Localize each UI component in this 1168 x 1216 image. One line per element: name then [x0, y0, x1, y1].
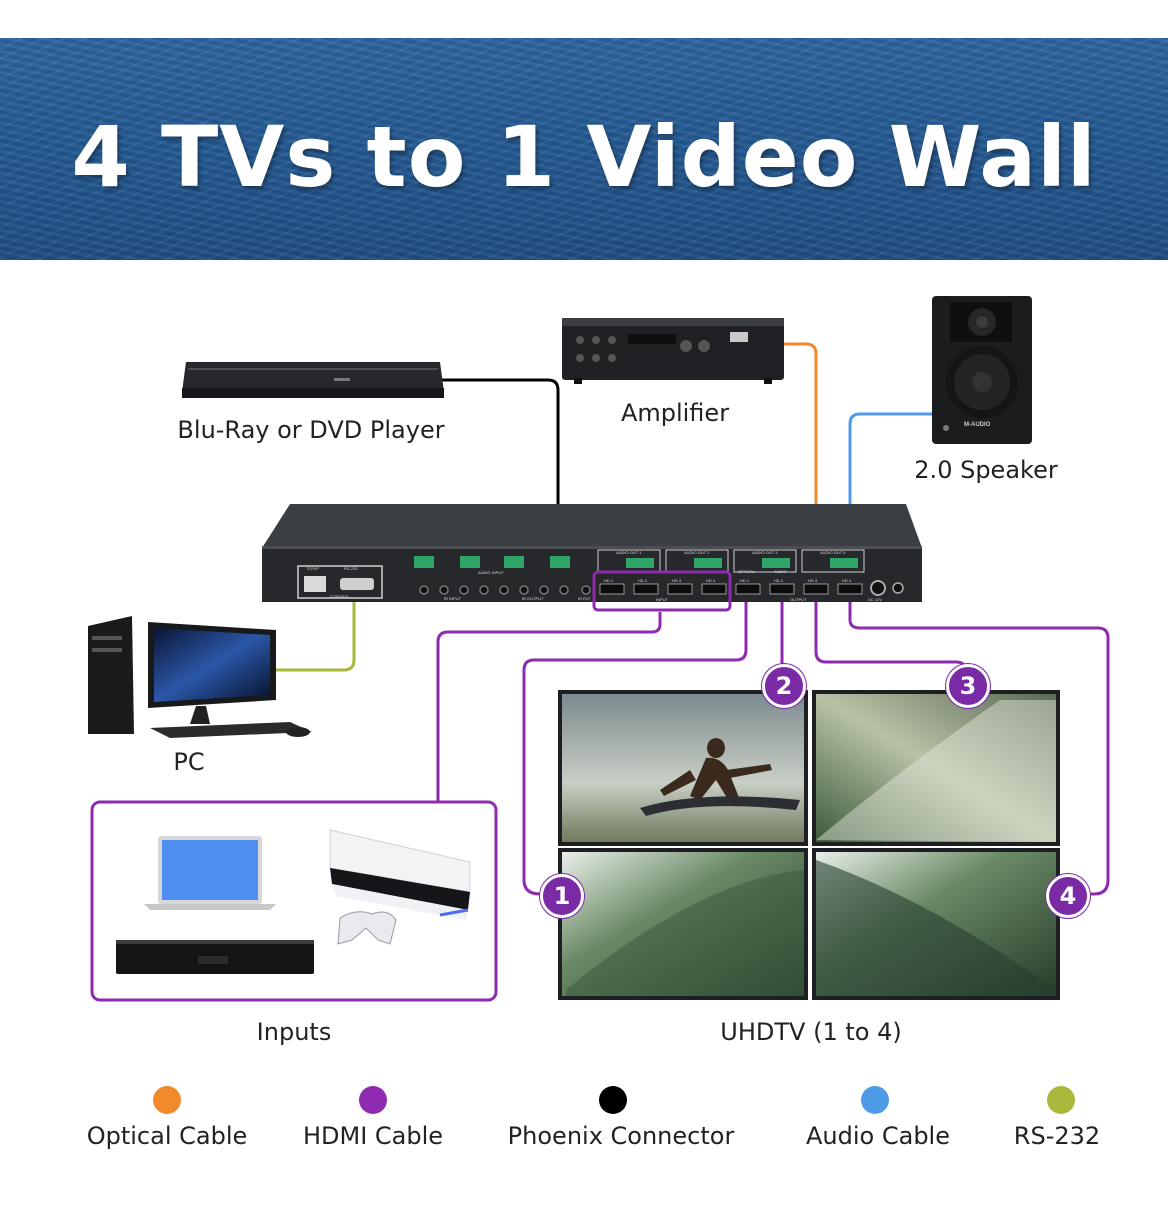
legend-label-phoenix: Phoenix Connector: [507, 1122, 735, 1150]
matrix-out-port-2: HD 2: [774, 578, 784, 583]
matrix-optical-label: OPTICAL: [738, 569, 756, 574]
matrix-in-port-4: HD 4: [706, 578, 716, 583]
badge-4: 4: [1046, 874, 1090, 918]
matrix-audio-label: AUDIO: [774, 569, 787, 574]
speaker-device: [932, 296, 1032, 444]
amplifier-device: [562, 318, 784, 384]
matrix-rs232-label: RS-232: [344, 566, 358, 571]
inputs-label: Inputs: [256, 1018, 332, 1046]
matrix-audio-out-3: AUDIO OUT 3: [752, 550, 778, 555]
matrix-in-port-1: HD 1: [604, 578, 614, 583]
legend-dot-audio: [861, 1086, 889, 1114]
matrix-in-port-2: HD 2: [638, 578, 648, 583]
speaker-label: 2.0 Speaker: [914, 456, 1058, 484]
matrix-ir-input-label: IR INPUT: [444, 596, 462, 601]
matrix-tcpip-label: TCP/IP: [306, 566, 319, 571]
matrix-ir-output-label: IR OUTPUT: [522, 596, 544, 601]
speaker-brand: M-AUDIO: [964, 422, 991, 428]
amplifier-label: Amplifier: [620, 399, 730, 427]
uhdtv-label: UHDTV (1 to 4): [720, 1018, 902, 1046]
badge-1: 1: [540, 874, 584, 918]
bluray-label: Blu-Ray or DVD Player: [177, 416, 445, 444]
laptop-device: [144, 836, 276, 910]
pc-device: [88, 616, 312, 738]
matrix-out-port-3: HD 3: [808, 578, 818, 583]
matrix-out-port-4: HD 4: [842, 578, 852, 583]
game-console-device: [329, 829, 471, 945]
bluray-device-inputs: [116, 940, 314, 974]
bluray-player-device: [182, 362, 444, 398]
audio-cable: [848, 412, 932, 548]
matrix-audio-input-label: AUDIO INPUT: [478, 570, 504, 575]
matrix-input-label: INPUT: [656, 597, 668, 602]
optical-cable: [782, 342, 818, 548]
matrix-audio-out-4: AUDIO OUT 4: [820, 550, 846, 555]
matrix-dc-label: DC 12V: [868, 597, 883, 602]
matrix-out-port-1: HD 1: [740, 578, 750, 583]
badge-3: 3: [946, 664, 990, 708]
legend-label-audio: Audio Cable: [806, 1122, 950, 1150]
legend-label-rs232: RS-232: [1013, 1122, 1101, 1150]
title-banner: 4 TVs to 1 Video Wall: [0, 38, 1168, 260]
legend-label-hdmi: HDMI Cable: [302, 1122, 444, 1150]
legend-dot-phoenix: [599, 1086, 627, 1114]
inputs-box: [90, 800, 498, 1002]
page-title: 4 TVs to 1 Video Wall: [71, 108, 1097, 206]
matrix-output-label: OUTPUT: [790, 597, 807, 602]
badge-2: 2: [762, 664, 806, 708]
matrix-in-port-3: HD 3: [672, 578, 682, 583]
pc-label: PC: [173, 748, 205, 776]
rs232-cable: [276, 600, 356, 672]
hdmi-cables: [436, 596, 1110, 896]
legend-label-optical: Optical Cable: [86, 1122, 248, 1150]
matrix-audio-out-1: AUDIO OUT 1: [616, 550, 642, 555]
legend-dot-hdmi: [359, 1086, 387, 1114]
video-wall: [558, 690, 1060, 1000]
matrix-audio-out-2: AUDIO OUT 2: [684, 550, 710, 555]
matrix-control-label: CONTROL: [330, 594, 350, 599]
phoenix-cable: [442, 378, 560, 548]
legend-dot-rs232: [1047, 1086, 1075, 1114]
matrix-switcher-device: [262, 504, 922, 612]
legend-dot-optical: [153, 1086, 181, 1114]
matrix-ir-ext-label: IR EXT: [578, 596, 591, 601]
